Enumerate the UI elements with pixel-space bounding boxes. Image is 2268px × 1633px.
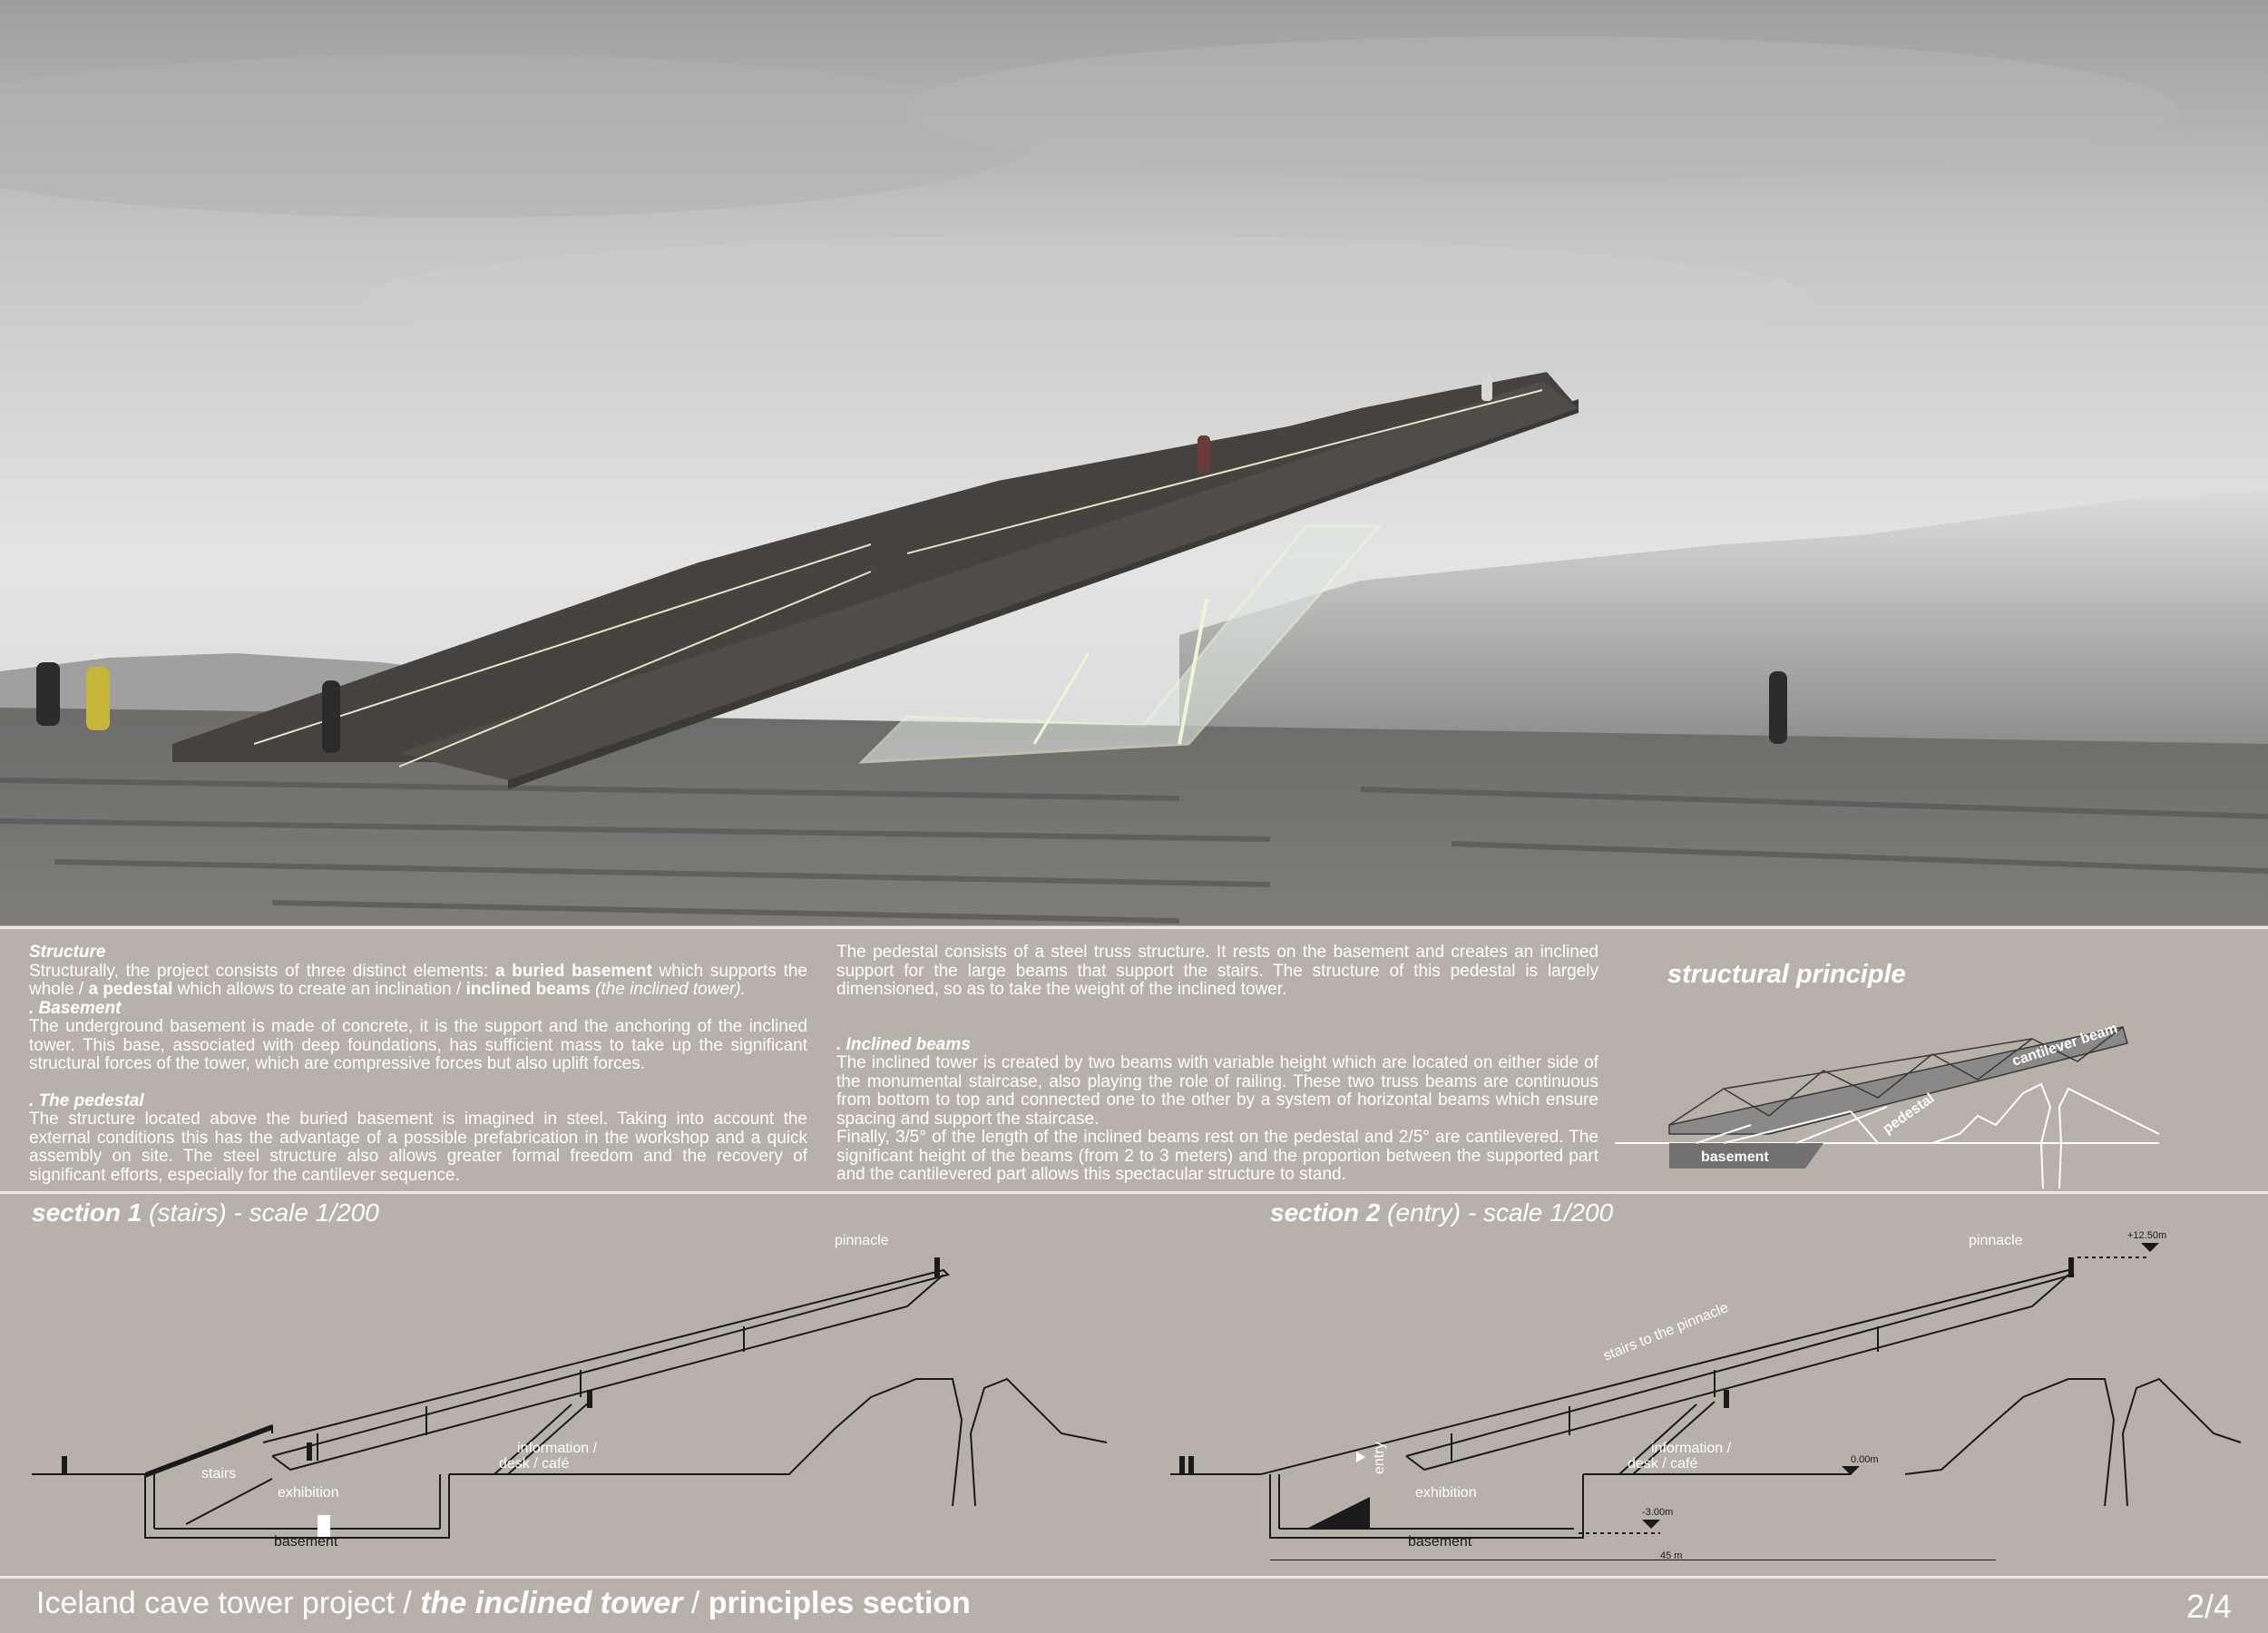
s2-label-stairs-to: stairs to the pinnacle (1601, 1300, 1731, 1364)
s1-label-desk: desk / café (499, 1456, 569, 1472)
s2-label-basement: basement (1408, 1534, 1472, 1550)
s2-label-desk: desk / café (1628, 1456, 1697, 1472)
section-1-title: section 1 (stairs) - scale 1/200 (32, 1198, 379, 1227)
diagram-label-basement: basement (1701, 1149, 1769, 1165)
beams-heading: . Inclined beams (836, 1034, 971, 1054)
divider-top (0, 926, 2268, 929)
basement-text: The underground basement is made of conc… (29, 1017, 807, 1073)
structure-heading: Structure (29, 943, 106, 962)
section-1-drawing: pinnacle information / desk / café stair… (0, 1225, 1134, 1565)
structural-principle-diagram: basement pedestal cantilever beam (1615, 1007, 2160, 1193)
mountain (1179, 490, 2268, 744)
inclined-tower (172, 372, 1579, 762)
s2-level-top: +12.50m (2127, 1230, 2166, 1241)
s2-label-exhibition: exhibition (1415, 1485, 1477, 1501)
s1-label-information: information / (517, 1441, 598, 1456)
page-number: 2/4 (2185, 1588, 2232, 1625)
structure-intro: Structurally, the project consists of th… (29, 961, 807, 999)
divider-bottom (0, 1576, 2268, 1579)
pedestal-text: The structure located above the buried b… (29, 1110, 807, 1185)
structure-text-column-2: The pedestal consists of a steel truss s… (836, 943, 1598, 1185)
s2-label-pinnacle: pinnacle (1969, 1233, 2023, 1248)
section-2-drawing: pinnacle stairs to the pinnacle informat… (1152, 1225, 2259, 1565)
s1-label-exhibition: exhibition (278, 1485, 339, 1501)
structure-text-column-1: Structure Structurally, the project cons… (29, 943, 807, 1185)
structural-principle-title: structural principle (1667, 960, 1906, 989)
s2-level-bottom: -3.00m (1642, 1507, 1673, 1518)
section-2-title: section 2 (entry) - scale 1/200 (1270, 1198, 1614, 1227)
beams-text-2: Finally, 3/5° of the length of the incli… (836, 1128, 1598, 1184)
beams-text-1: The inclined tower is created by two bea… (836, 1053, 1598, 1129)
s1-label-stairs: stairs (201, 1466, 236, 1481)
glass-pedestal (858, 524, 1383, 764)
s2-label-information: information / (1651, 1441, 1732, 1456)
hero-rendering (0, 0, 2268, 925)
s2-dimension: 45 m (1660, 1550, 1682, 1560)
s1-label-pinnacle: pinnacle (835, 1233, 889, 1248)
pedestal-heading: . The pedestal (29, 1090, 144, 1110)
footer-title: Iceland cave tower project / the incline… (36, 1586, 971, 1620)
s1-label-basement: basement (274, 1534, 338, 1550)
divider-middle (0, 1191, 2268, 1194)
s2-level-zero: 0.00m (1851, 1454, 1879, 1465)
people (36, 374, 1787, 753)
pedestal-text-2: The pedestal consists of a steel truss s… (836, 943, 1598, 999)
basement-heading: . Basement (29, 998, 122, 1018)
s2-label-entry: entry (1372, 1442, 1387, 1474)
